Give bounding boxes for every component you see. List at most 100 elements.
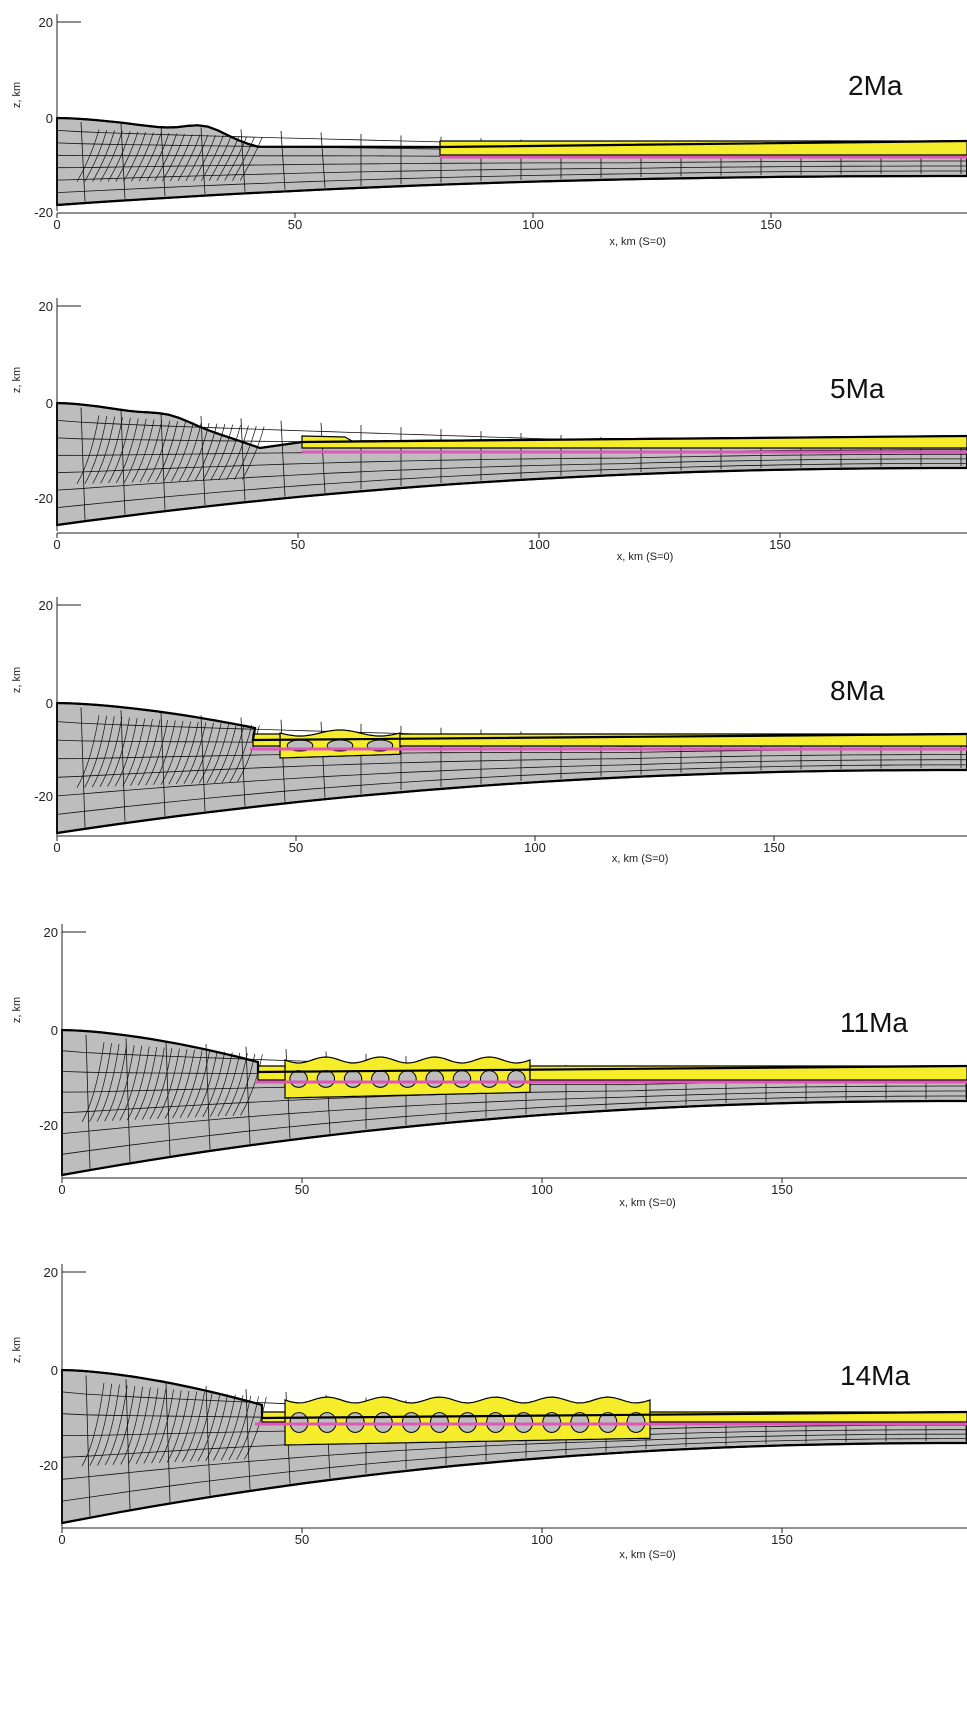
thrust-fault (214, 724, 237, 783)
x-tick-label: 50 (288, 217, 302, 232)
thrust-fault (134, 1046, 158, 1120)
surface-profile (56, 116, 967, 149)
grid-line (125, 1038, 131, 1162)
thrust-fault (213, 1394, 236, 1461)
thrust-fault (104, 1385, 128, 1466)
z-tick-label: 0 (46, 111, 53, 126)
thrust-fault (120, 1386, 143, 1465)
grid-line (280, 130, 286, 190)
strata-line (61, 1438, 967, 1502)
grid-line (245, 1389, 251, 1490)
x-axis-title: x, km (S=0) (619, 1197, 676, 1209)
surface-profile (56, 401, 967, 450)
x-axis-title: x, km (S=0) (612, 853, 669, 865)
z-tick-label: 20 (39, 15, 53, 30)
thrust-fault (179, 1050, 203, 1119)
z-axis-title: z, km (11, 367, 23, 393)
thrust-fault (112, 1386, 136, 1465)
thrust-fault (228, 1395, 252, 1461)
z-tick-label: -20 (34, 789, 53, 804)
thrust-fault (178, 422, 202, 482)
thrust-fault (194, 1051, 218, 1118)
thrust-fault (146, 133, 170, 182)
thrust-fault (160, 720, 184, 785)
thrust-fault (221, 724, 245, 783)
thrust-fault (104, 1044, 127, 1122)
grid-line (160, 125, 166, 197)
thrust-fault (182, 1392, 205, 1462)
salt-layer-flat (301, 435, 967, 449)
grid-line (320, 422, 326, 493)
thrust-fault (162, 133, 185, 182)
thrust-fault (92, 416, 116, 484)
thrust-fault (145, 719, 169, 786)
thrust-fault (201, 135, 224, 181)
thrust-fault (164, 1049, 188, 1119)
fold-core (316, 1070, 336, 1088)
strata-line (56, 453, 967, 474)
z-tick-label: 20 (39, 299, 53, 314)
thrust-fault (119, 1045, 143, 1121)
z-tick-label: 20 (39, 598, 53, 613)
x-tick-label: 0 (58, 1182, 65, 1197)
z-tick-label: 0 (46, 696, 53, 711)
thrust-fault (155, 421, 178, 482)
surface-profile (61, 1368, 967, 1420)
fold-core (507, 1070, 526, 1088)
z-axis-title: z, km (11, 82, 23, 108)
surface-profile (56, 701, 967, 742)
thrust-fault (123, 418, 147, 483)
thrust-fault (100, 417, 123, 484)
thrust-fault (122, 718, 146, 787)
thrust-fault (115, 131, 139, 182)
strata-line (56, 165, 967, 181)
surface-profile (61, 1028, 967, 1074)
fold-core (479, 1070, 499, 1088)
thrust-fault (111, 1045, 135, 1121)
grid-line (125, 1379, 131, 1510)
thrust-fault (158, 1390, 182, 1463)
strata-line (61, 1090, 967, 1134)
thrust-fault (76, 129, 100, 182)
thrust-fault (154, 133, 178, 182)
x-tick-label: 150 (760, 217, 782, 232)
thrust-fault (232, 136, 255, 181)
z-tick-label: 20 (44, 1265, 58, 1280)
thrust-fault (186, 423, 210, 482)
thrust-fault (210, 424, 234, 481)
thrust-fault (147, 420, 171, 483)
thrust-fault (193, 135, 216, 181)
z-tick-label: 0 (46, 396, 53, 411)
thrust-fault (139, 419, 163, 483)
x-tick-label: 100 (531, 1182, 553, 1197)
thrust-fault (187, 1050, 210, 1118)
x-tick-label: 50 (291, 537, 305, 552)
thrust-fault (114, 717, 138, 787)
grid-line (85, 1375, 91, 1517)
thrust-fault (76, 715, 100, 788)
strata-line (56, 160, 967, 169)
thrust-fault (175, 721, 199, 785)
grid-line (240, 717, 246, 807)
thrust-fault (76, 415, 100, 484)
thrust-fault (224, 136, 248, 181)
grid-line (120, 123, 126, 199)
basement-profile (56, 768, 967, 835)
thrust-fault (237, 725, 260, 783)
grid-line (240, 418, 246, 501)
basement-profile (61, 1099, 967, 1177)
grid-line (120, 710, 126, 822)
thrust-fault (81, 1382, 105, 1467)
grid-line (85, 1034, 91, 1169)
grid-line (165, 1382, 171, 1503)
thrust-fault (89, 1043, 112, 1122)
x-tick-label: 150 (769, 537, 791, 552)
strata-line (61, 1095, 967, 1155)
x-axis-title: x, km (S=0) (609, 236, 666, 248)
thrust-fault (226, 425, 249, 481)
z-axis-title: z, km (11, 1337, 23, 1363)
thrust-fault (217, 1052, 241, 1117)
x-tick-label: 100 (531, 1532, 553, 1547)
